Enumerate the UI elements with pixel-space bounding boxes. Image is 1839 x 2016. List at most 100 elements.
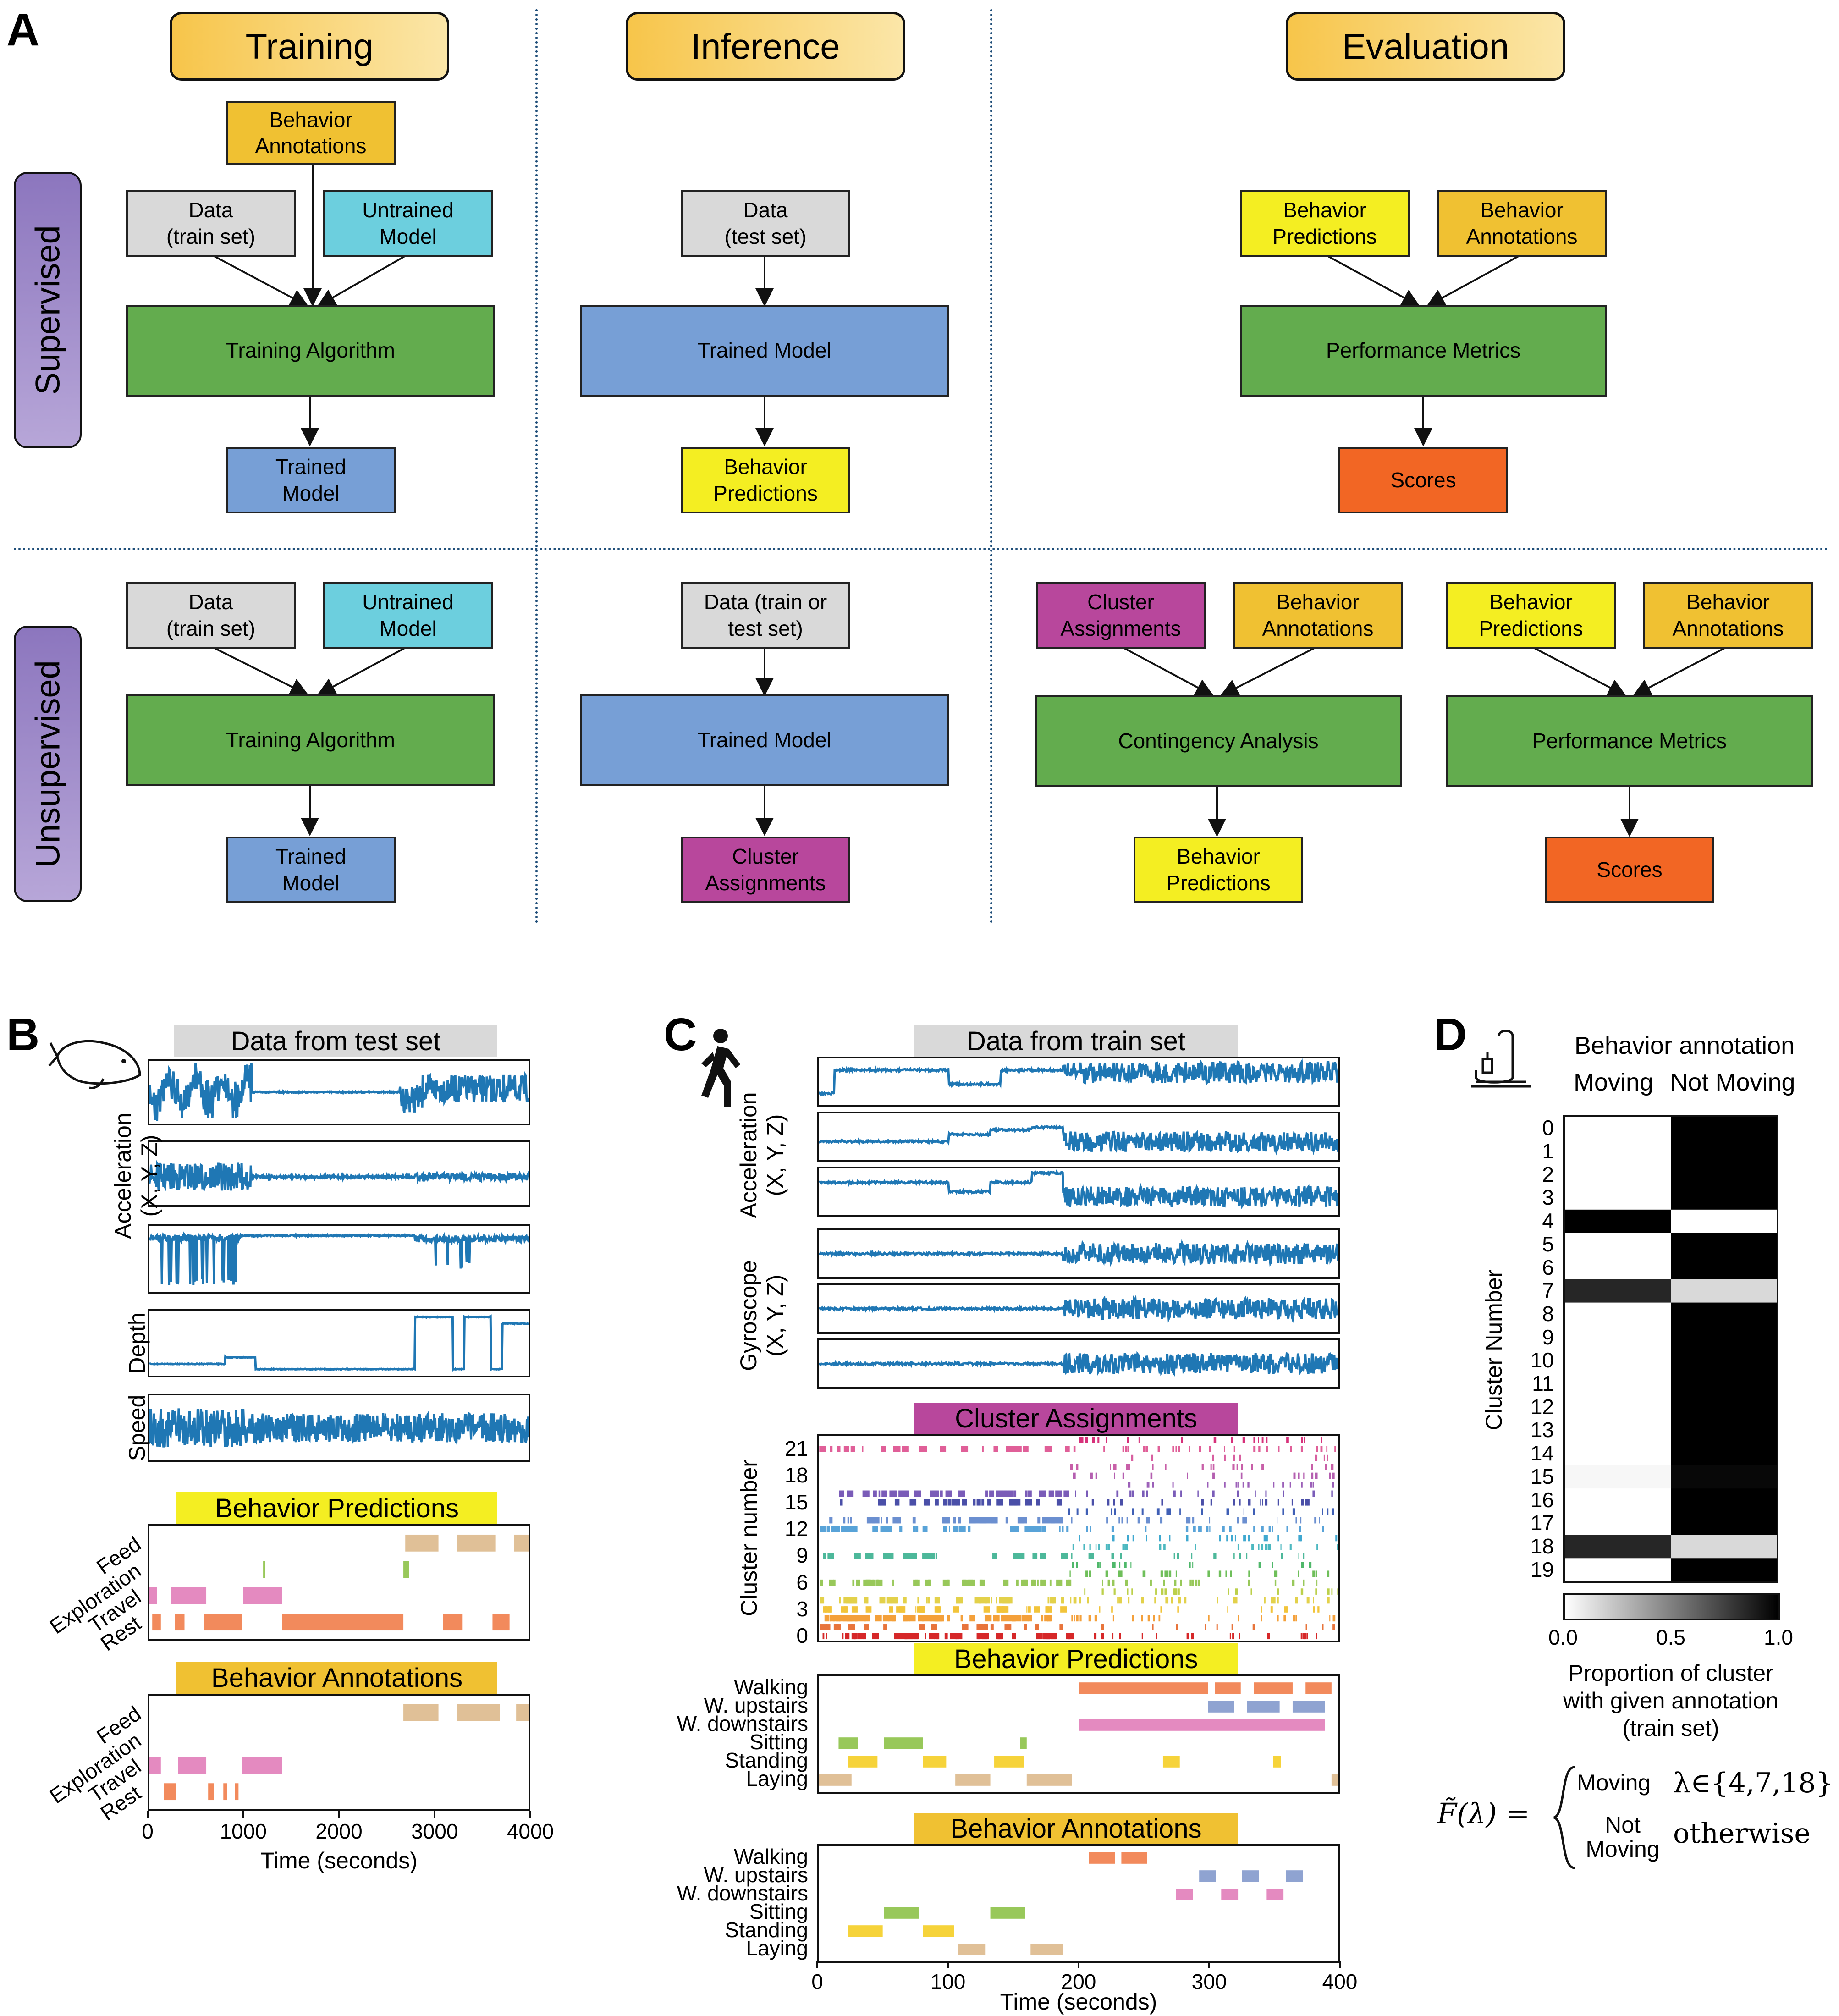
cluster-block: [1001, 1615, 1022, 1622]
xtick-label: 200: [1061, 1970, 1096, 1994]
cluster-tick: [1071, 1553, 1073, 1559]
cluster-tick: [1266, 1446, 1268, 1452]
cluster-tick: [996, 1633, 1002, 1640]
cluster-tick: [940, 1446, 944, 1452]
cluster-tick: [878, 1490, 881, 1497]
cluster-tick: [1300, 1517, 1302, 1524]
heatmap-cell: [1671, 1209, 1777, 1233]
cluster-tick: [1234, 1535, 1236, 1542]
cluster-tick: [1242, 1437, 1245, 1443]
cluster-tick: [880, 1499, 886, 1506]
category-label-w-downstairs: W. downstairs: [677, 1712, 808, 1735]
walking-person-icon: [701, 1029, 740, 1107]
cluster-tick: [881, 1517, 882, 1524]
unsup-eval-predictions-box: Behavior Predictions: [1446, 582, 1616, 649]
segment-rest: [223, 1783, 227, 1801]
cluster-tick: [1099, 1562, 1101, 1568]
cluster-tick: [1005, 1517, 1008, 1524]
b-acc-x-plot: [148, 1059, 530, 1125]
cluster-tick: [1212, 1464, 1215, 1470]
cluster-tick: [1079, 1615, 1082, 1622]
cluster-tick: [1146, 1535, 1147, 1542]
cluster-tick: [981, 1499, 985, 1506]
cluster-tick-label: 9: [796, 1543, 808, 1568]
cluster-tick: [1165, 1597, 1168, 1604]
cluster-tick: [969, 1615, 975, 1622]
c-pred-header: Behavior Predictions: [914, 1643, 1238, 1674]
segment-sitting: [838, 1737, 858, 1749]
segment-w-downstairs: [1266, 1889, 1284, 1900]
heatmap-cell: [1565, 1535, 1671, 1559]
sup-eval-predictions-box: Behavior Predictions: [1240, 190, 1410, 257]
cluster-tick: [1308, 1597, 1310, 1604]
cluster-tick: [1061, 1597, 1064, 1604]
cluster-tick: [1036, 1526, 1042, 1532]
heatmap-cell: [1565, 1419, 1671, 1443]
cluster-tick: [1121, 1570, 1123, 1577]
cluster-tick: [1292, 1579, 1295, 1586]
heatmap-cell: [1565, 1117, 1671, 1140]
cluster-tick: [1303, 1472, 1305, 1479]
cluster-tick: [1331, 1588, 1333, 1595]
cluster-tick: [1235, 1588, 1238, 1595]
cluster-tick: [926, 1597, 928, 1604]
cluster-tick: [1101, 1624, 1103, 1630]
segment-exploration: [403, 1561, 409, 1578]
cluster-tick: [1277, 1535, 1279, 1542]
cluster-tick: [984, 1624, 987, 1630]
cluster-tick: [1070, 1597, 1072, 1604]
cluster-tick: [1056, 1579, 1063, 1586]
cluster-tick: [824, 1615, 827, 1622]
cluster-tick: [1266, 1535, 1268, 1542]
xtick-label: 100: [930, 1970, 966, 1994]
cluster-tick: [1076, 1464, 1079, 1470]
cluster-tick: [1034, 1606, 1040, 1613]
panel-a-arrows: [210, 164, 1729, 837]
row-label-unsupervised: Unsupervised: [14, 626, 82, 902]
b-annot-plot: [148, 1694, 530, 1811]
cluster-tick: [1321, 1437, 1322, 1443]
cluster-tick: [1186, 1535, 1189, 1542]
heatmap-cell: [1565, 1488, 1671, 1512]
heatmap-row-label: 9: [1542, 1325, 1554, 1349]
cluster-tick: [1315, 1454, 1318, 1461]
cluster-tick: [1068, 1633, 1074, 1640]
cluster-tick: [1102, 1624, 1104, 1630]
heatmap-row-label: 0: [1542, 1116, 1554, 1140]
cluster-tick: [949, 1633, 957, 1640]
xtick-label: 0: [811, 1970, 823, 1994]
category-label-w-upstairs: W. upstairs: [704, 1863, 808, 1887]
cluster-tick: [1191, 1553, 1193, 1559]
cluster-tick: [932, 1624, 934, 1630]
cluster-tick: [1192, 1562, 1194, 1568]
category-label-sitting: Sitting: [749, 1900, 808, 1923]
cluster-tick: [865, 1553, 867, 1559]
cluster-tick: [1332, 1615, 1336, 1622]
cluster-tick: [1156, 1633, 1157, 1640]
cluster-tick: [1186, 1633, 1189, 1640]
cluster-tick: [841, 1606, 848, 1613]
cluster-tick: [1032, 1553, 1038, 1559]
cluster-tick: [913, 1579, 918, 1586]
cluster-tick: [1094, 1615, 1097, 1622]
cluster-tick: [968, 1579, 973, 1586]
cluster-tick: [942, 1579, 950, 1586]
cluster-tick: [1322, 1624, 1324, 1630]
cluster-tick: [854, 1597, 858, 1604]
cluster-tick: [1108, 1544, 1110, 1550]
cluster-tick: [852, 1579, 855, 1586]
cluster-tick: [1122, 1472, 1124, 1479]
sup-behavior-predictions-box: Behavior Predictions: [681, 447, 850, 513]
cluster-tick: [943, 1446, 947, 1452]
cluster-tick: [1051, 1597, 1056, 1604]
c-acc-y-plot: [817, 1112, 1340, 1162]
cluster-tick: [1261, 1526, 1264, 1532]
cluster-tick: [1248, 1499, 1251, 1506]
cluster-tick: [1289, 1482, 1291, 1488]
cluster-tick: [826, 1633, 827, 1640]
cluster-tick: [1018, 1446, 1022, 1452]
cluster-tick: [1071, 1517, 1073, 1524]
cluster-tick: [1268, 1526, 1271, 1532]
c-acc-x-plot: [817, 1057, 1340, 1107]
segment-laying: [1030, 1944, 1063, 1955]
